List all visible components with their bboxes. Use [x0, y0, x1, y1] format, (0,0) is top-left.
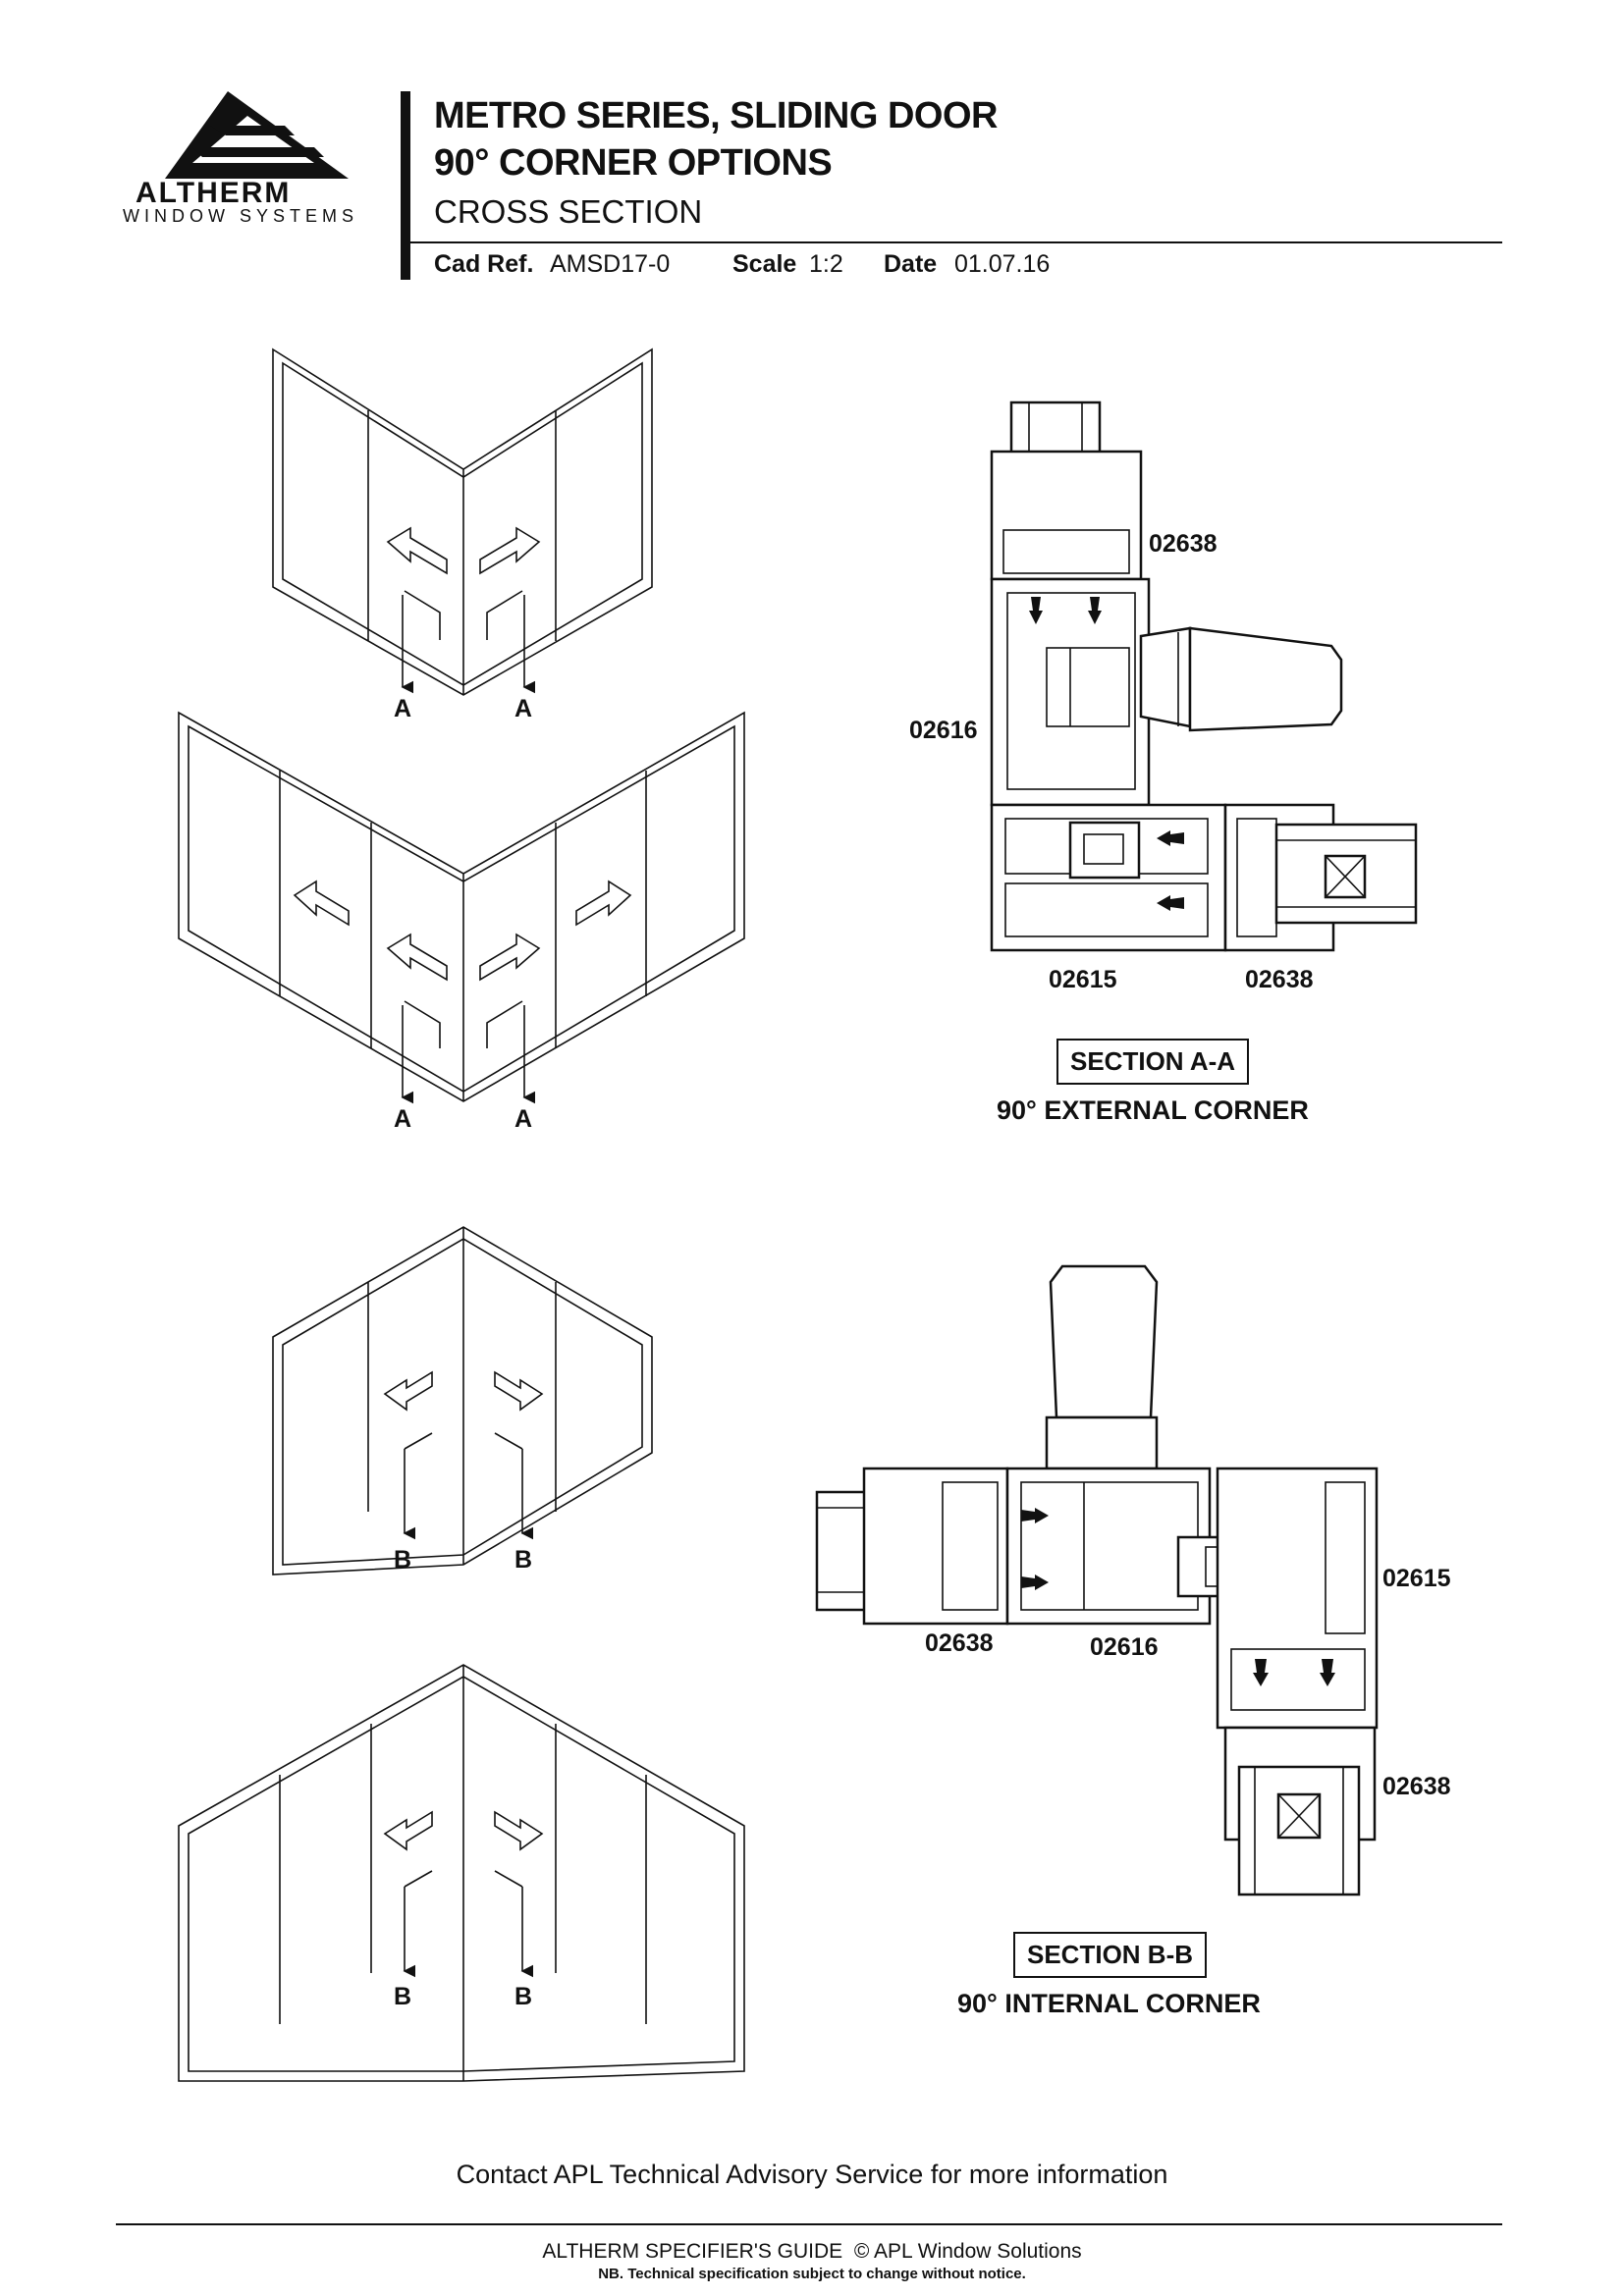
header-divider-horizontal — [410, 241, 1502, 243]
aa-part-top-right: 02638 — [1149, 530, 1218, 558]
brand-tagline: WINDOW SYSTEMS — [123, 206, 358, 226]
marker-b-3: B — [394, 1983, 412, 2010]
marker-b-1: B — [394, 1546, 412, 1574]
section-aa-profiles — [990, 400, 1418, 952]
section-aa-caption: 90° EXTERNAL CORNER — [997, 1095, 1309, 1125]
bb-part-bottom-left: 02638 — [925, 1629, 994, 1657]
elevation-internal-small — [272, 1226, 653, 1575]
aa-part-left: 02616 — [909, 717, 978, 744]
scale-label: Scale — [732, 250, 797, 278]
section-bb-profiles — [815, 1264, 1379, 1896]
section-bb-title: SECTION B-B — [1013, 1932, 1207, 1978]
elevation-internal-large — [178, 1664, 745, 2082]
aa-part-bottom-left: 02615 — [1049, 966, 1117, 993]
date-value: 01.07.16 — [954, 250, 1051, 278]
elevation-external-small — [272, 347, 653, 696]
cad-ref-value: AMSD17-0 — [550, 250, 671, 278]
section-bb-caption: 90° INTERNAL CORNER — [957, 1989, 1261, 2018]
brand-name: ALTHERM — [135, 177, 292, 209]
footer-disclaimer: NB. Technical specification subject to c… — [598, 2266, 1026, 2282]
marker-b-2: B — [514, 1546, 533, 1574]
page-title-line2: 90° CORNER OPTIONS — [434, 142, 833, 184]
marker-a-3: A — [394, 1105, 412, 1133]
marker-b-4: B — [514, 1983, 533, 2010]
section-aa-title: SECTION A-A — [1056, 1039, 1250, 1085]
scale-value: 1:2 — [809, 250, 843, 278]
bb-part-right-lower: 02638 — [1382, 1773, 1451, 1800]
page-title-line1: METRO SERIES, SLIDING DOOR — [434, 95, 998, 136]
bb-part-right-upper: 02615 — [1382, 1565, 1451, 1592]
footer-divider — [116, 2223, 1502, 2225]
date-label: Date — [884, 250, 938, 278]
cad-ref-label: Cad Ref. — [434, 250, 534, 278]
bb-part-bottom-mid: 02616 — [1090, 1633, 1159, 1661]
footer-guide: ALTHERM SPECIFIER'S GUIDE © APL Window S… — [542, 2240, 1082, 2263]
header-divider-vertical — [401, 91, 410, 280]
aa-part-bottom-right: 02638 — [1245, 966, 1314, 993]
marker-a-2: A — [514, 695, 533, 722]
marker-a-1: A — [394, 695, 412, 722]
marker-a-4: A — [514, 1105, 533, 1133]
contact-note: Contact APL Technical Advisory Service f… — [456, 2160, 1168, 2189]
page-subtitle: CROSS SECTION — [434, 193, 703, 230]
elevation-external-large — [178, 711, 745, 1104]
